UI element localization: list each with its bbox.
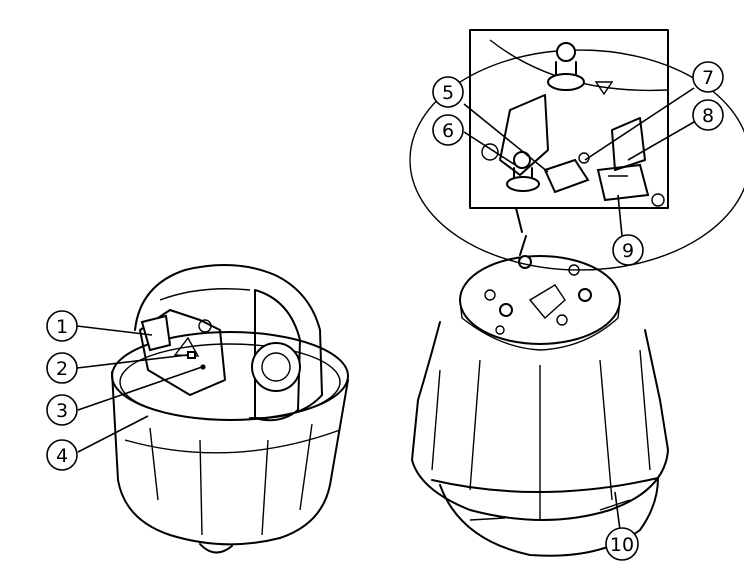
camera-lens — [252, 343, 300, 391]
callout-label-9: 9 — [622, 240, 634, 262]
callout-label-2: 2 — [56, 358, 68, 380]
callout-3: 3 — [47, 395, 77, 425]
callout-8: 8 — [693, 100, 723, 130]
callout-label-8: 8 — [702, 105, 714, 127]
housing-seam — [432, 478, 658, 492]
status-led — [188, 352, 195, 358]
callout-9: 9 — [613, 235, 643, 265]
callout-label-3: 3 — [56, 400, 68, 422]
callout-1: 1 — [47, 311, 77, 341]
detail-inset — [410, 30, 744, 270]
left-camera — [112, 265, 348, 552]
callout-label-10: 10 — [610, 534, 634, 556]
callout-10: 10 — [606, 528, 638, 560]
callout-5: 5 — [433, 77, 463, 107]
right-camera — [412, 236, 668, 556]
left-housing-body — [112, 372, 348, 544]
callout-2: 2 — [47, 353, 77, 383]
callout-7: 7 — [693, 62, 723, 92]
callout-label-6: 6 — [442, 120, 454, 142]
callout-6: 6 — [433, 115, 463, 145]
callout-label-7: 7 — [702, 67, 714, 89]
callout-label-4: 4 — [56, 445, 68, 467]
callout-4: 4 — [47, 440, 77, 470]
leader-lines — [77, 88, 694, 530]
callout-label-5: 5 — [442, 82, 454, 104]
callout-label-1: 1 — [56, 316, 68, 338]
